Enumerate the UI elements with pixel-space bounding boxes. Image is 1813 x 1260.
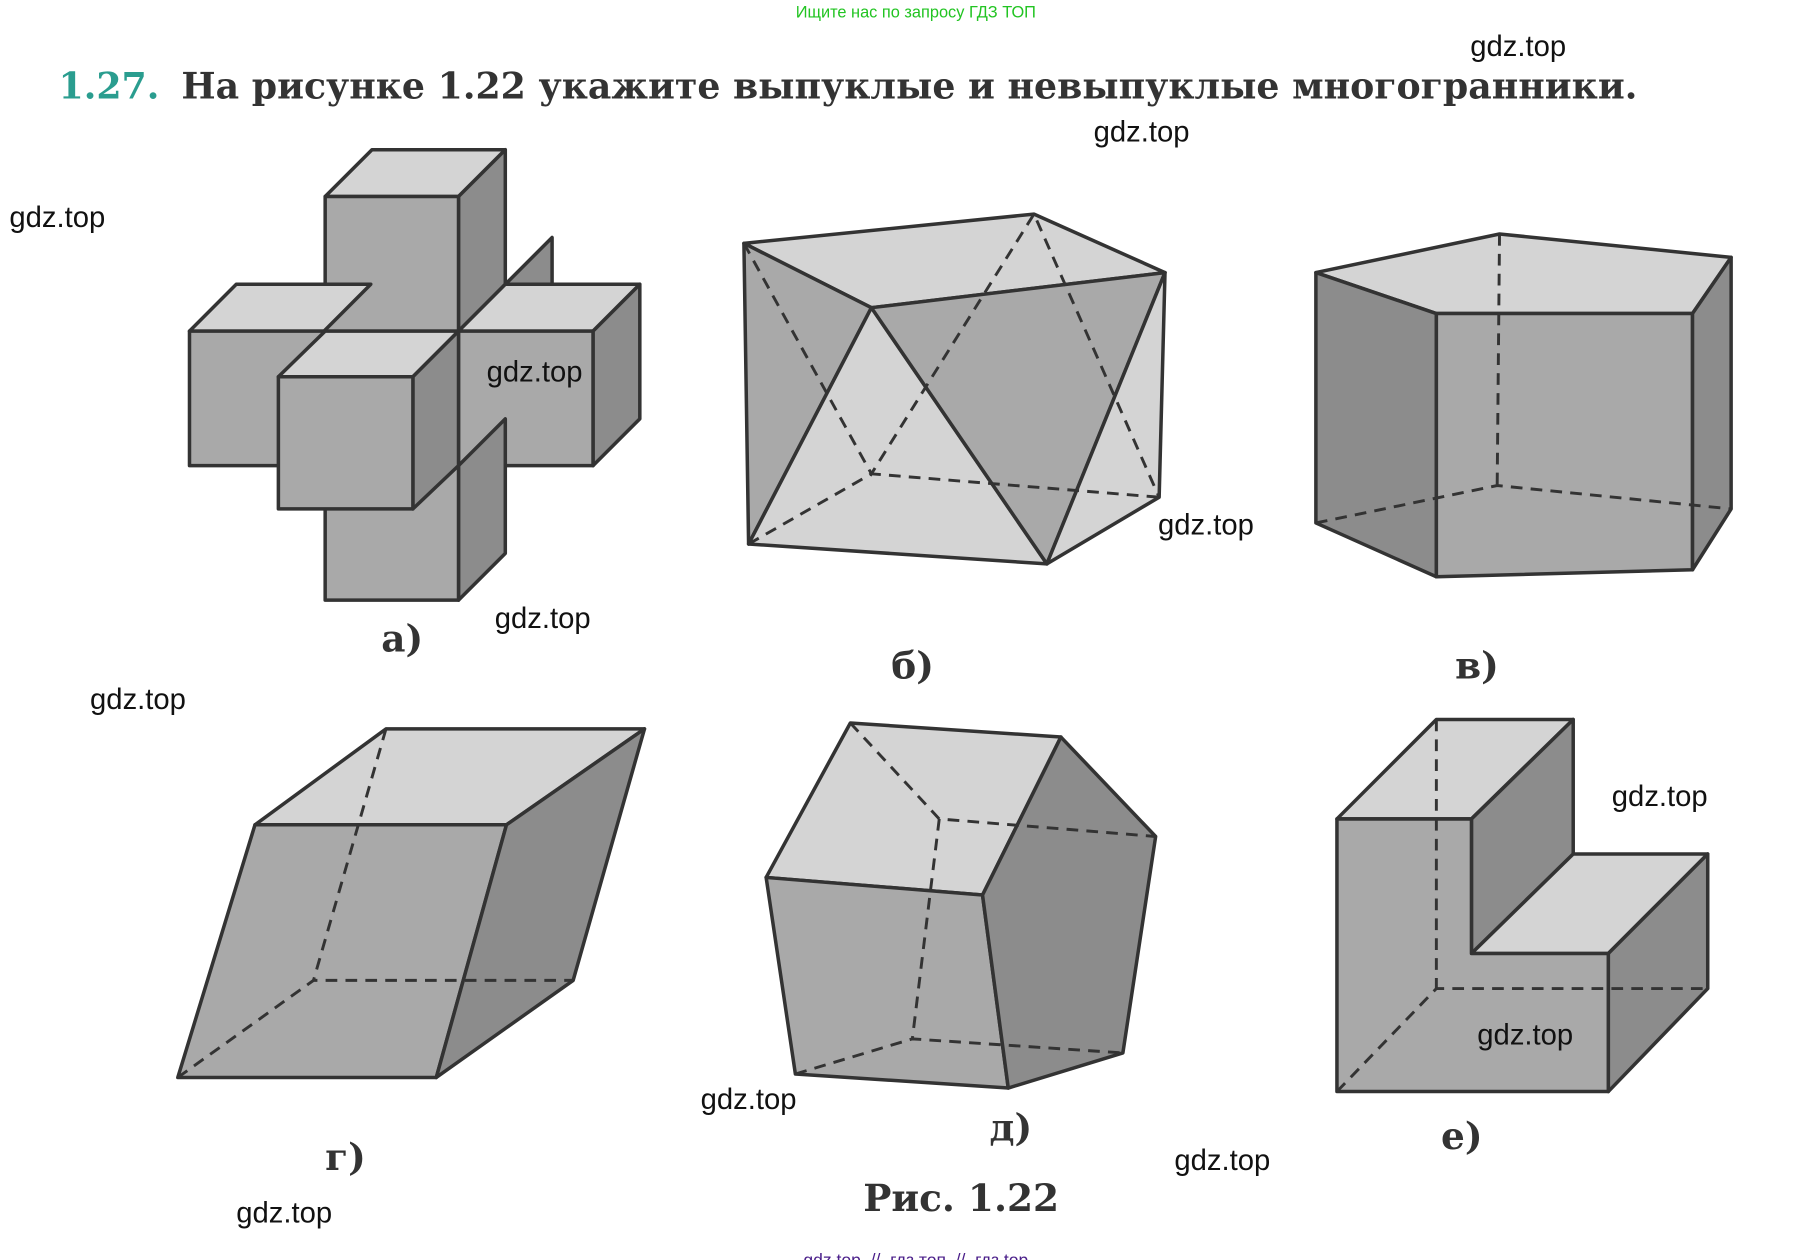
figure-e-l-shape [1335,717,1710,1094]
watermark: gdz.top [1612,781,1708,813]
watermark: gdz.top [1158,510,1254,542]
label-g: г) [325,1135,366,1179]
problem-title: 1.27. На рисунке 1.22 укажите выпуклые и… [58,64,1637,107]
label-b: б) [891,644,934,688]
watermark: gdz.top [495,603,591,635]
watermark: gdz.top [90,684,186,716]
header-banner[interactable]: Ищите нас по запросу ГДЗ ТОП [796,4,1036,22]
figure-a-cube-cross [187,147,642,602]
problem-text: На рисунке 1.22 укажите выпуклые и невып… [181,64,1637,107]
footer-links[interactable]: gdz top // гдз топ // гдз top [803,1250,1028,1260]
watermark: gdz.top [1477,1020,1573,1052]
label-e: е) [1441,1114,1483,1158]
label-a: а) [381,617,423,661]
watermark: gdz.top [701,1084,797,1116]
watermark: gdz.top [9,202,105,234]
figure-g-parallelepiped [176,727,647,1080]
problem-number: 1.27. [58,64,159,107]
figure-c-pentagonal-prism [1314,232,1733,579]
watermark: gdz.top [236,1198,332,1230]
watermark: gdz.top [487,356,583,388]
watermark: gdz.top [1174,1145,1270,1177]
label-c: в) [1455,644,1499,688]
watermark: gdz.top [1470,31,1566,63]
label-d: д) [990,1106,1033,1150]
figure-d-polyhedron [764,721,1158,1090]
figure-caption: Рис. 1.22 [863,1176,1059,1220]
figure-b-antiprism [742,210,1167,566]
watermark: gdz.top [1094,117,1190,149]
